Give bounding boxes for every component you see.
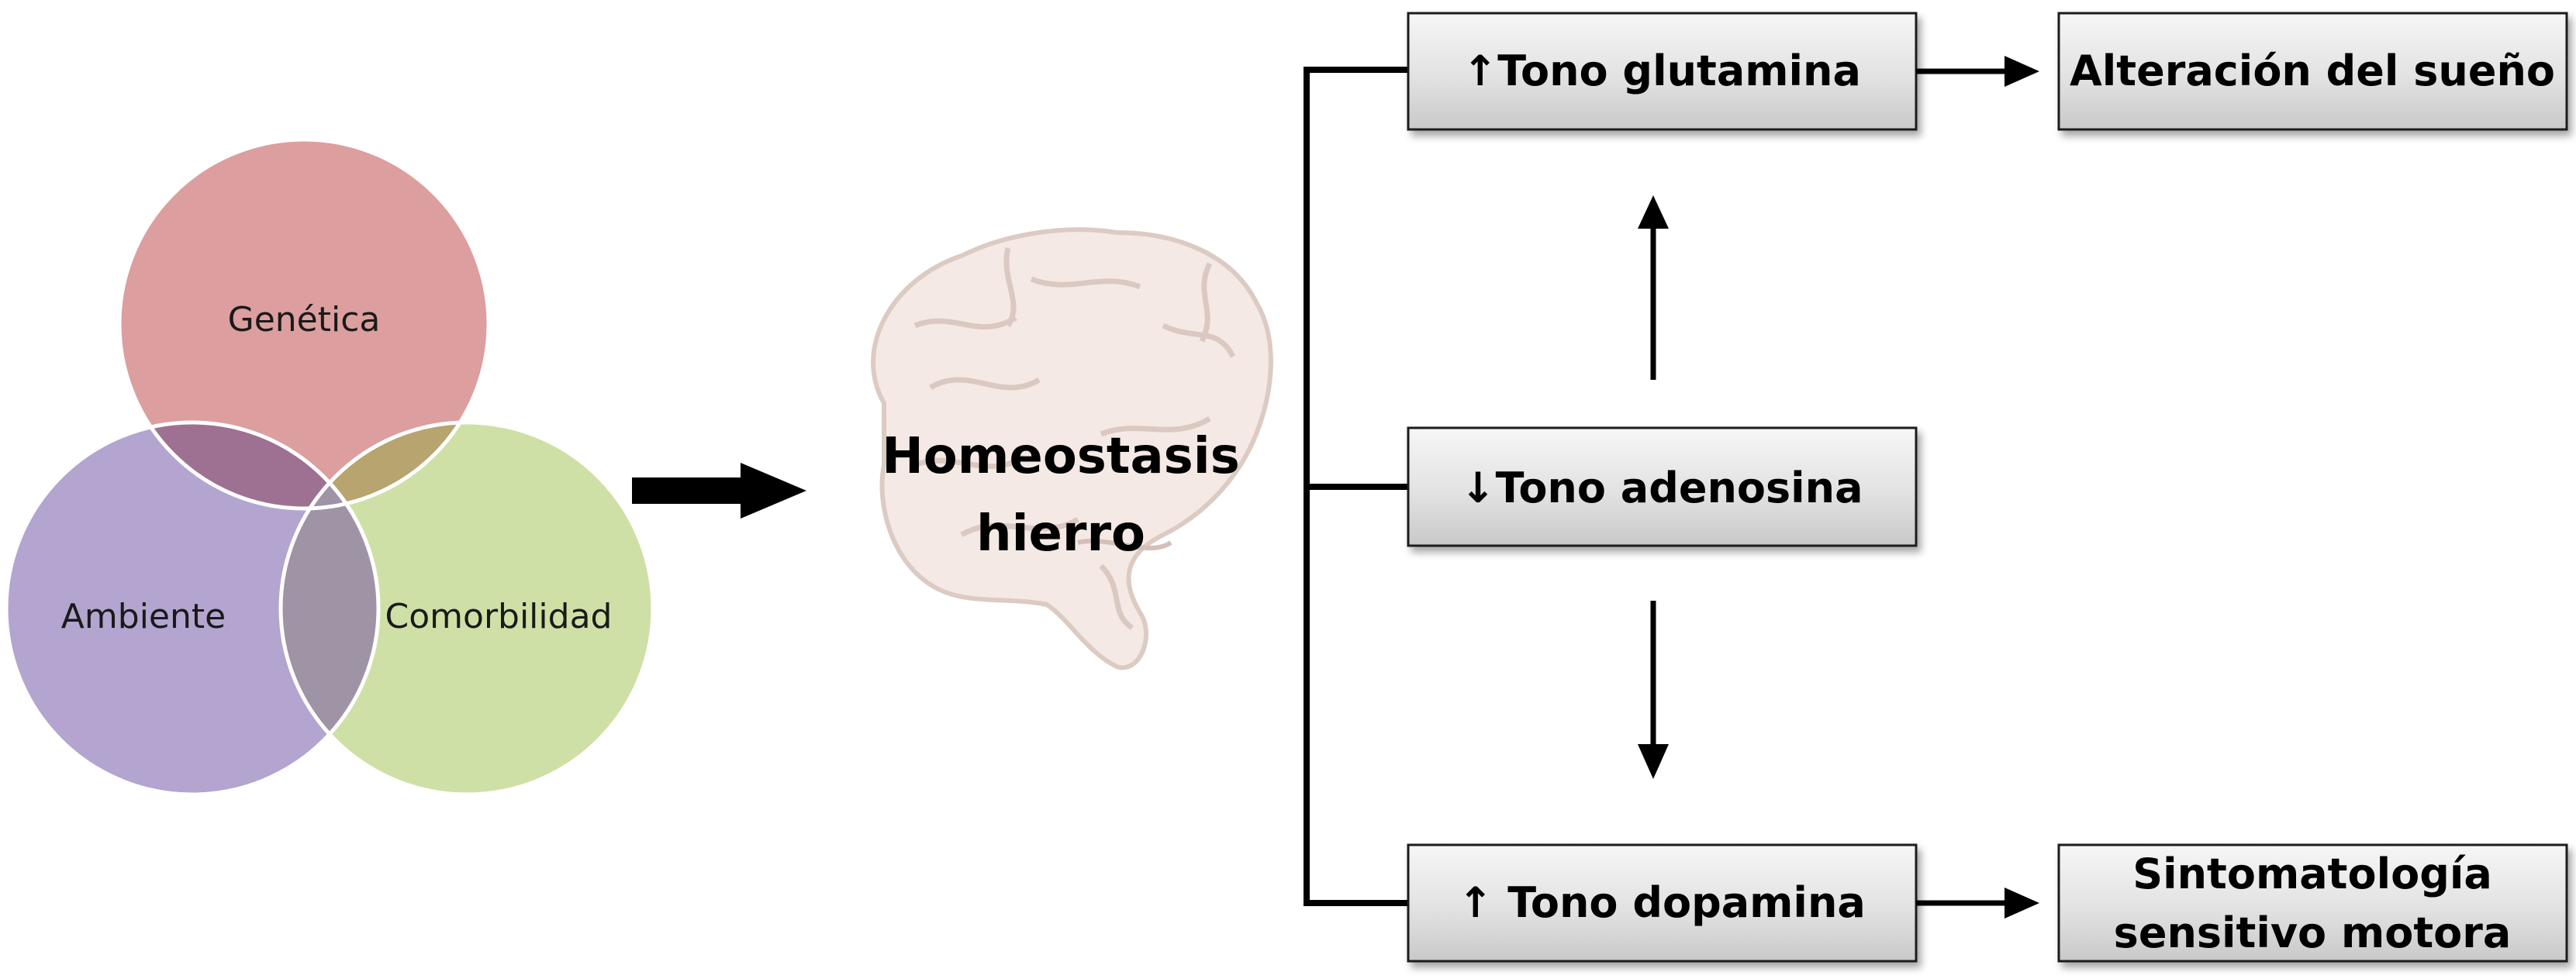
box-adenosina-text: ↓Tono adenosina	[1460, 464, 1863, 512]
arrow-down-to-dopamina	[1638, 601, 1669, 779]
brain-title-line1: Homeostasis	[882, 428, 1240, 485]
brain-title-line2: hierro	[976, 505, 1145, 563]
arrow-glutamina-to-sueno	[1916, 56, 2039, 87]
main-arrow	[632, 463, 806, 519]
comorbilidad-label: Comorbilidad	[385, 597, 613, 636]
arrow-up-to-glutamina	[1638, 195, 1669, 380]
arrow-dopamina-to-sintomatologia	[1916, 888, 2039, 919]
box-dopamina	[1407, 843, 1918, 963]
bracket-connector	[1304, 67, 1408, 906]
box-adenosina	[1407, 426, 1918, 547]
box-glutamina	[1407, 12, 1918, 131]
box-sintomatologia-line1: Sintomatología	[2132, 850, 2492, 898]
venn-diagram: Genética Ambiente Comorbilidad	[4, 137, 655, 797]
ambiente-label: Ambiente	[61, 597, 226, 636]
box-sueno-text: Alteración del sueño	[2070, 47, 2555, 95]
genetica-label: Genética	[228, 300, 381, 340]
box-glutamina-text: ↑Tono glutamina	[1462, 47, 1861, 95]
box-sintomatologia-line2: sensitivo motora	[2114, 908, 2512, 957]
box-dopamina-text: ↑ Tono dopamina	[1458, 878, 1866, 927]
brain-icon	[871, 227, 1273, 670]
box-sueno	[2057, 12, 2568, 131]
genetica-circle	[119, 140, 489, 508]
comorbilidad-circle	[281, 422, 653, 795]
ambiente-circle	[6, 422, 378, 795]
box-sintomatologia	[2057, 843, 2568, 963]
